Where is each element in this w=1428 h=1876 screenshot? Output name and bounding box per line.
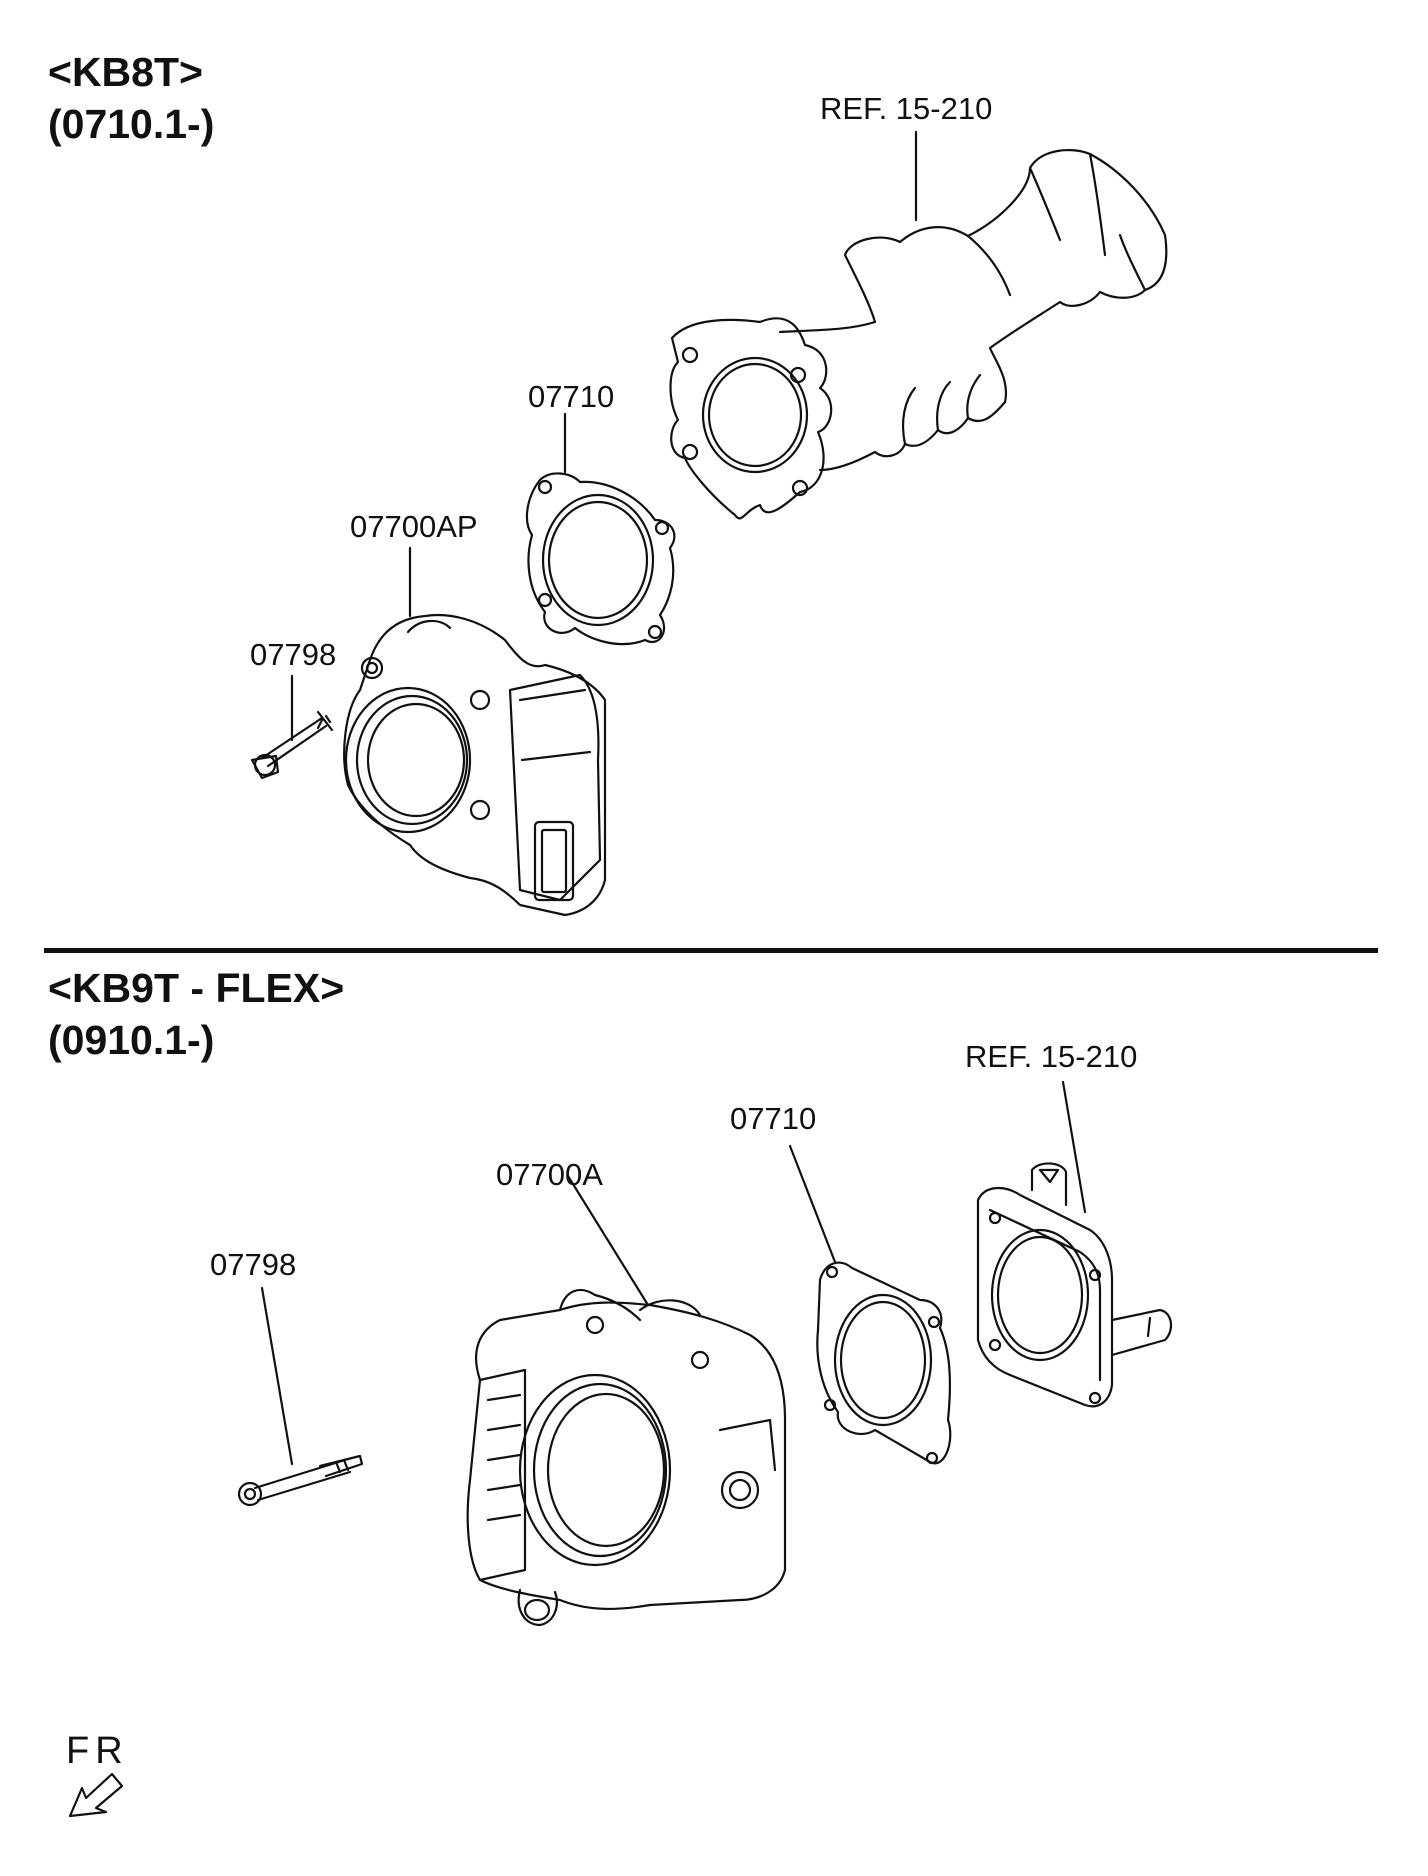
bottom-gasket-label: 07710: [730, 1101, 817, 1136]
top-throttle-body-label: 07700AP: [350, 509, 478, 544]
bottom-gasket: [790, 1146, 950, 1463]
bottom-ref-label: REF. 15-210: [965, 1039, 1138, 1074]
section-bottom-model: <KB9T - FLEX>: [48, 965, 345, 1011]
bottom-bolt-label: 07798: [210, 1247, 297, 1282]
bottom-bolt: [239, 1288, 362, 1505]
top-bolt: [252, 676, 332, 778]
bottom-intake-flange: [978, 1082, 1171, 1406]
section-top-date-range: (0710.1-): [48, 101, 215, 147]
bottom-throttle-body-label: 07700A: [496, 1157, 603, 1192]
top-ref-label: REF. 15-210: [820, 91, 993, 126]
section-divider: [44, 948, 1378, 953]
top-gasket: [527, 414, 674, 644]
section-top-model: <KB8T>: [48, 49, 203, 95]
top-gasket-label: 07710: [528, 379, 615, 414]
front-direction-arrow-icon: [70, 1774, 122, 1816]
top-throttle-body: [344, 548, 605, 915]
section-bottom-date-range: (0910.1-): [48, 1017, 215, 1063]
bottom-throttle-body: [468, 1176, 785, 1625]
top-intake-manifold: [671, 132, 1167, 518]
top-bolt-label: 07798: [250, 637, 337, 672]
direction-label: FR: [66, 1730, 129, 1772]
